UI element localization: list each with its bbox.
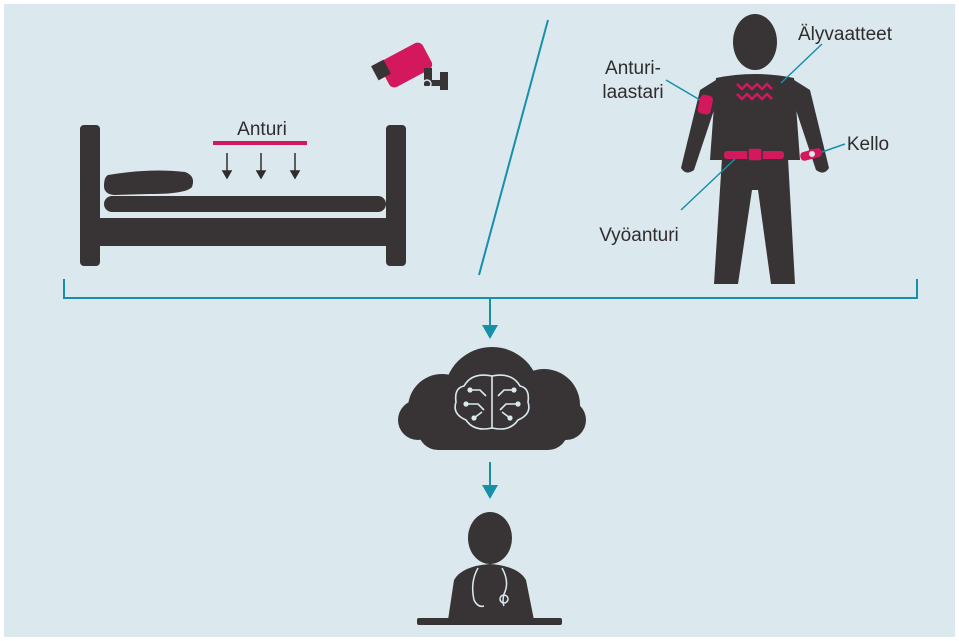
stethoscope-icon (471, 567, 509, 608)
bed-icon (80, 125, 406, 266)
sensor-arrows (221, 153, 301, 180)
watch-label: Kello (847, 134, 889, 155)
brain-circuit-icon (454, 374, 530, 430)
security-camera-icon (371, 42, 448, 90)
callout-lines (665, 43, 846, 211)
belt-buckle (747, 147, 763, 162)
doctor-icon (417, 512, 562, 625)
smart-clothing-zigzag (736, 82, 773, 101)
sensor-patch-label-line2: laastari (602, 82, 663, 103)
watch-face (807, 149, 817, 159)
bed-sensor-label: Anturi (237, 119, 287, 140)
smart-clothing-label: Älyvaatteet (798, 24, 893, 45)
patient-icon (104, 170, 194, 195)
sensor-patch (697, 94, 713, 115)
bed-sensor-bar (213, 141, 307, 145)
arrow-to-doctor-head (482, 485, 498, 499)
person-silhouette-icon (681, 14, 829, 284)
sensor-patch-label-line1: Anturi- (605, 58, 661, 79)
divider-line (478, 19, 549, 276)
arrow-to-cloud-head (482, 325, 498, 339)
belt-sensor-label: Vyöanturi (599, 225, 679, 246)
